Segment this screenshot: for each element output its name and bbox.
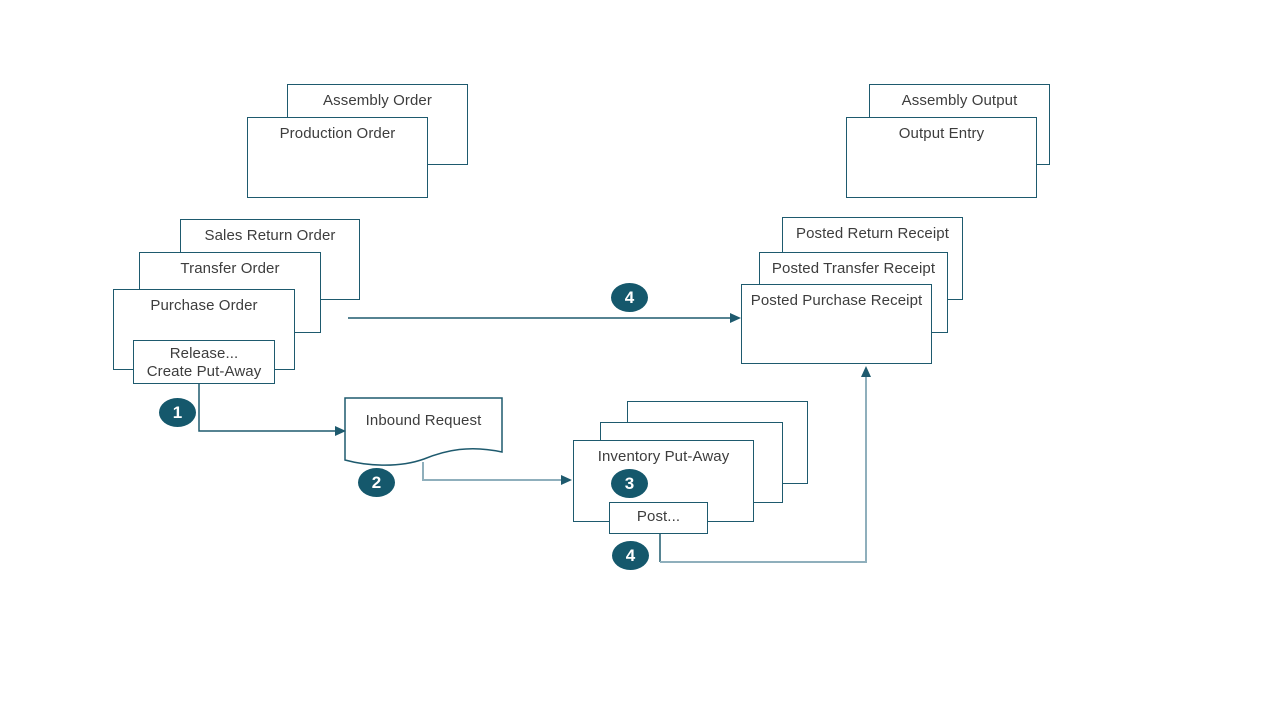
node-label: Production Order: [279, 125, 396, 142]
badge-number: 2: [371, 472, 382, 492]
step-badge-4-post: 4: [612, 541, 649, 570]
node-output-entry: Output Entry: [846, 117, 1037, 198]
node-posted-purchase-receipt: Posted Purchase Receipt: [741, 284, 932, 364]
node-production-order: Production Order: [247, 117, 428, 198]
node-label: Output Entry: [898, 125, 985, 142]
node-label: Sales Return Order: [204, 227, 336, 244]
badge-number: 4: [625, 545, 636, 565]
node-label: Posted Purchase Receipt: [750, 292, 923, 309]
document-shape-inbound-request: [344, 397, 503, 466]
action-label-line2: Create Put-Away: [146, 363, 262, 380]
node-label: Transfer Order: [180, 260, 280, 277]
node-label: Purchase Order: [150, 297, 258, 314]
badge-number: 1: [172, 402, 183, 422]
node-label: Inbound Request: [365, 412, 482, 429]
arrowhead-up-into-posted-receipt: [861, 366, 871, 377]
action-release-create-put-away: Release... Create Put-Away: [133, 340, 275, 384]
arrowhead-into-posted-receipt: [730, 313, 741, 323]
node-label: Inventory Put-Away: [597, 448, 730, 465]
node-inbound-request: Inbound Request: [345, 412, 502, 429]
connector-release-to-inbound: [198, 384, 336, 432]
arrowhead-into-inventory-put-away: [561, 475, 572, 485]
connector-inbound-to-putaway: [422, 462, 562, 481]
node-label: Assembly Output: [901, 92, 1018, 109]
badge-number: 4: [624, 287, 635, 307]
action-label-line1: Release...: [169, 345, 239, 362]
step-badge-4-receipt: 4: [611, 283, 648, 312]
badge-number: 3: [624, 473, 635, 493]
node-label: Assembly Order: [323, 92, 432, 109]
step-badge-3: 3: [611, 469, 648, 498]
step-badge-2: 2: [358, 468, 395, 497]
node-label: Posted Return Receipt: [795, 225, 949, 242]
action-label: Post...: [636, 508, 681, 525]
node-label: Posted Transfer Receipt: [771, 260, 936, 277]
action-post: Post...: [609, 502, 708, 534]
step-badge-1: 1: [159, 398, 196, 427]
